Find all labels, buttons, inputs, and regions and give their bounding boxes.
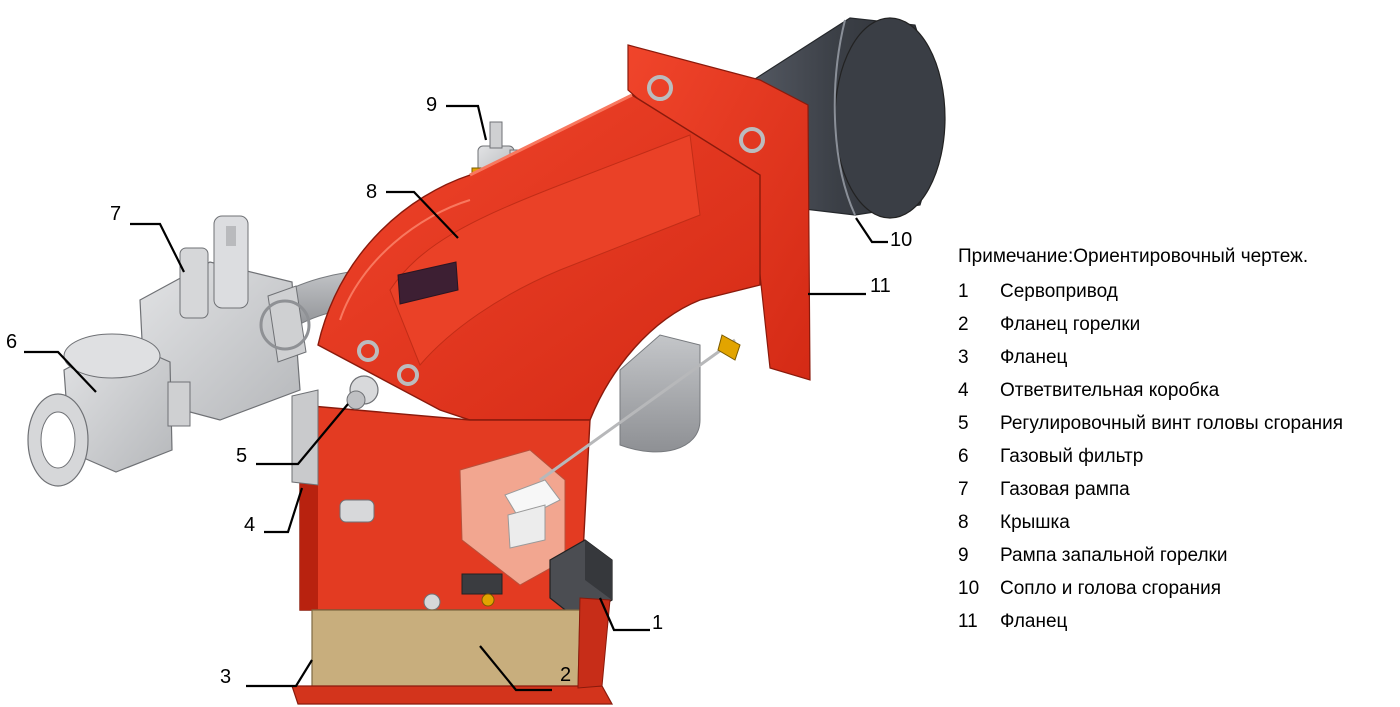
legend-item: 11 Фланец bbox=[958, 609, 1398, 634]
legend-label: Фланец bbox=[1000, 347, 1068, 368]
callout-2: 2 bbox=[560, 664, 571, 686]
air-damper-assembly bbox=[459, 449, 566, 586]
legend-label: Сопло и голова сгорания bbox=[1000, 578, 1221, 599]
callout-8: 8 bbox=[366, 181, 377, 203]
gas-filter bbox=[27, 333, 191, 487]
legend-number: 7 bbox=[958, 479, 969, 500]
legend-label: Регулировочный винт головы сгорания bbox=[1000, 413, 1344, 434]
leader-4 bbox=[264, 487, 304, 534]
legend-item: 7 Газовая рампа bbox=[958, 477, 1398, 502]
legend-item: 6 Газовый фильтр bbox=[958, 444, 1398, 469]
legend-label: Крышка bbox=[1000, 512, 1070, 533]
legend-number: 8 bbox=[958, 512, 969, 533]
junction-box bbox=[291, 389, 319, 486]
burner-flange bbox=[311, 609, 581, 689]
leader-3 bbox=[246, 659, 313, 688]
legend-label: Фланец горелки bbox=[1000, 314, 1141, 335]
callout-6: 6 bbox=[6, 331, 17, 353]
leader-8 bbox=[386, 190, 459, 239]
legend: Примечание:Ориентировочный чертеж. 1 Серв… bbox=[958, 244, 1398, 642]
legend-item: 9 Рампа запальной горелки bbox=[958, 543, 1398, 568]
leader-10 bbox=[855, 217, 888, 244]
legend-item: 2 Фланец горелки bbox=[958, 312, 1398, 337]
callout-10: 10 bbox=[890, 229, 912, 251]
burner-drawing: 1 2 3 4 5 6 7 8 9 10 11 bbox=[6, 17, 946, 705]
callout-3: 3 bbox=[220, 666, 231, 688]
gas-pressure-switch bbox=[423, 573, 503, 611]
legend-label: Рампа запальной горелки bbox=[1000, 545, 1228, 566]
linkage-rod bbox=[539, 338, 736, 482]
legend-label: Сервопривод bbox=[1000, 281, 1118, 302]
leader-5 bbox=[256, 403, 349, 466]
legend-number: 5 bbox=[958, 413, 969, 434]
legend-item: 1 Сервопривод bbox=[958, 279, 1398, 304]
legend-number: 1 bbox=[958, 281, 969, 302]
legend-label: Фланец bbox=[1000, 611, 1068, 632]
gas-train bbox=[139, 215, 311, 421]
burner-body bbox=[299, 93, 761, 611]
callout-7: 7 bbox=[110, 203, 121, 225]
callout-leaders bbox=[24, 104, 888, 692]
legend-label: Газовый фильтр bbox=[1000, 446, 1144, 467]
legend-note: Примечание:Ориентировочный чертеж. bbox=[958, 246, 1309, 267]
legend-number: 11 bbox=[958, 611, 978, 632]
callout-1: 1 bbox=[652, 612, 663, 634]
callout-numbers: 1 2 3 4 5 6 7 8 9 10 11 bbox=[6, 94, 912, 688]
legend-label: Ответвительная коробка bbox=[1000, 380, 1220, 401]
legend-number: 9 bbox=[958, 545, 969, 566]
legend-number: 6 bbox=[958, 446, 969, 467]
linkage-fitting bbox=[717, 334, 741, 361]
legend-number: 10 bbox=[958, 578, 980, 599]
leader-9 bbox=[446, 104, 488, 141]
leader-1 bbox=[598, 597, 650, 632]
legend-item: 8 Крышка bbox=[958, 510, 1398, 535]
legend-number: 2 bbox=[958, 314, 969, 335]
callout-5: 5 bbox=[236, 445, 247, 467]
legend-label: Газовая рампа bbox=[1000, 479, 1130, 500]
legend-number: 4 bbox=[958, 380, 969, 401]
leader-7 bbox=[130, 222, 185, 273]
legend-item: 3 Фланец bbox=[958, 345, 1398, 370]
callout-4: 4 bbox=[244, 514, 255, 536]
legend-item: 4 Ответвительная коробка bbox=[958, 378, 1398, 403]
callout-9: 9 bbox=[426, 94, 437, 116]
legend-number: 3 bbox=[958, 347, 969, 368]
legend-item: 5 Регулировочный винт головы сгорания bbox=[958, 411, 1398, 436]
leader-6 bbox=[24, 350, 97, 393]
callout-11: 11 bbox=[870, 275, 891, 297]
legend-item: 10 Сопло и голова сгорания bbox=[958, 576, 1398, 601]
base-flange bbox=[291, 597, 614, 705]
leader-2 bbox=[479, 645, 552, 692]
